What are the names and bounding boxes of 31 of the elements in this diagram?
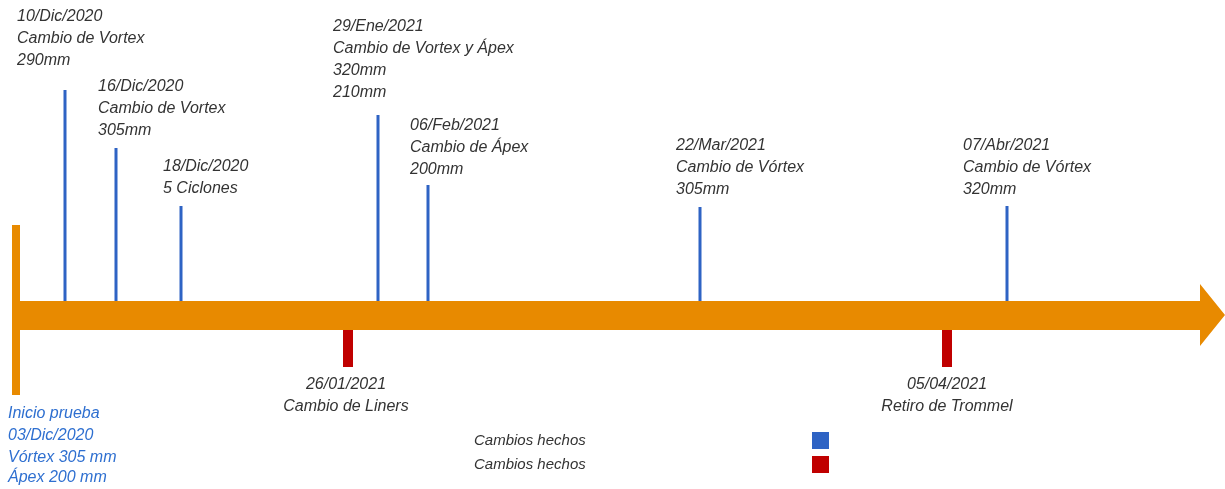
- event-description: Cambio de Vortex: [17, 28, 145, 48]
- start-date: 03/Dic/2020: [8, 425, 94, 445]
- event-value: 210mm: [333, 82, 387, 102]
- event-description: Retiro de Trommel: [881, 396, 1013, 416]
- event-date: 22/Mar/2021: [676, 135, 766, 155]
- event-description: Cambio de Vortex: [98, 98, 226, 118]
- event-value: 320mm: [963, 179, 1017, 199]
- event-description: Cambio de Vortex y Ápex: [333, 38, 514, 58]
- event-date: 18/Dic/2020: [163, 156, 249, 176]
- event-description: 5 Ciclones: [163, 178, 238, 198]
- event-description: Cambio de Ápex: [410, 137, 529, 157]
- event-date: 06/Feb/2021: [410, 115, 500, 135]
- legend-label: Cambios hechos: [474, 430, 586, 450]
- event-value: 200mm: [410, 159, 464, 179]
- event-value: 320mm: [333, 60, 387, 80]
- event-date: 16/Dic/2020: [98, 76, 184, 96]
- start-value: Ápex 200 mm: [8, 467, 107, 487]
- event-date: 05/04/2021: [906, 374, 988, 394]
- event-value: 290mm: [17, 50, 71, 70]
- event-date: 29/Ene/2021: [333, 16, 424, 36]
- event-description: Cambio de Vórtex: [676, 157, 805, 177]
- start-value: Vórtex 305 mm: [8, 447, 117, 467]
- event-description: Cambio de Liners: [283, 396, 409, 416]
- event-value: 305mm: [98, 120, 152, 140]
- event-description: Cambio de Vórtex: [963, 157, 1092, 177]
- event-date: 10/Dic/2020: [17, 6, 103, 26]
- legend-label: Cambios hechos: [474, 454, 586, 474]
- start-label: Inicio prueba: [8, 403, 100, 423]
- event-value: 305mm: [676, 179, 730, 199]
- event-date: 07/Abr/2021: [963, 135, 1051, 155]
- event-date: 26/01/2021: [305, 374, 387, 394]
